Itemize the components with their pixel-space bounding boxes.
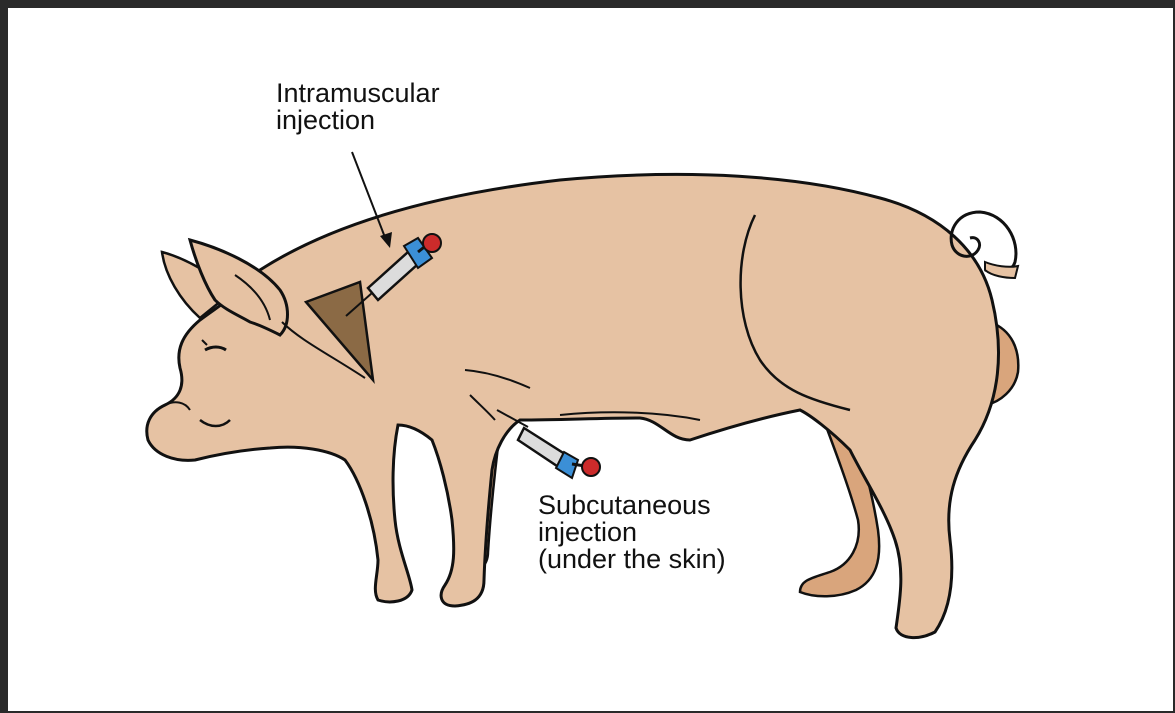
subcutaneous-label-line-3: (under the skin)	[538, 546, 726, 573]
subcutaneous-label-line-2: injection	[538, 519, 726, 546]
subcutaneous-injection-label: Subcutaneous injection (under the skin)	[538, 492, 726, 573]
subcutaneous-label-line-1: Subcutaneous	[538, 492, 726, 519]
intramuscular-injection-label: Intramuscular injection	[276, 80, 440, 134]
subcutaneous-syringe	[518, 428, 600, 478]
intramuscular-label-line-2: injection	[276, 107, 440, 134]
intramuscular-label-line-1: Intramuscular	[276, 80, 440, 107]
